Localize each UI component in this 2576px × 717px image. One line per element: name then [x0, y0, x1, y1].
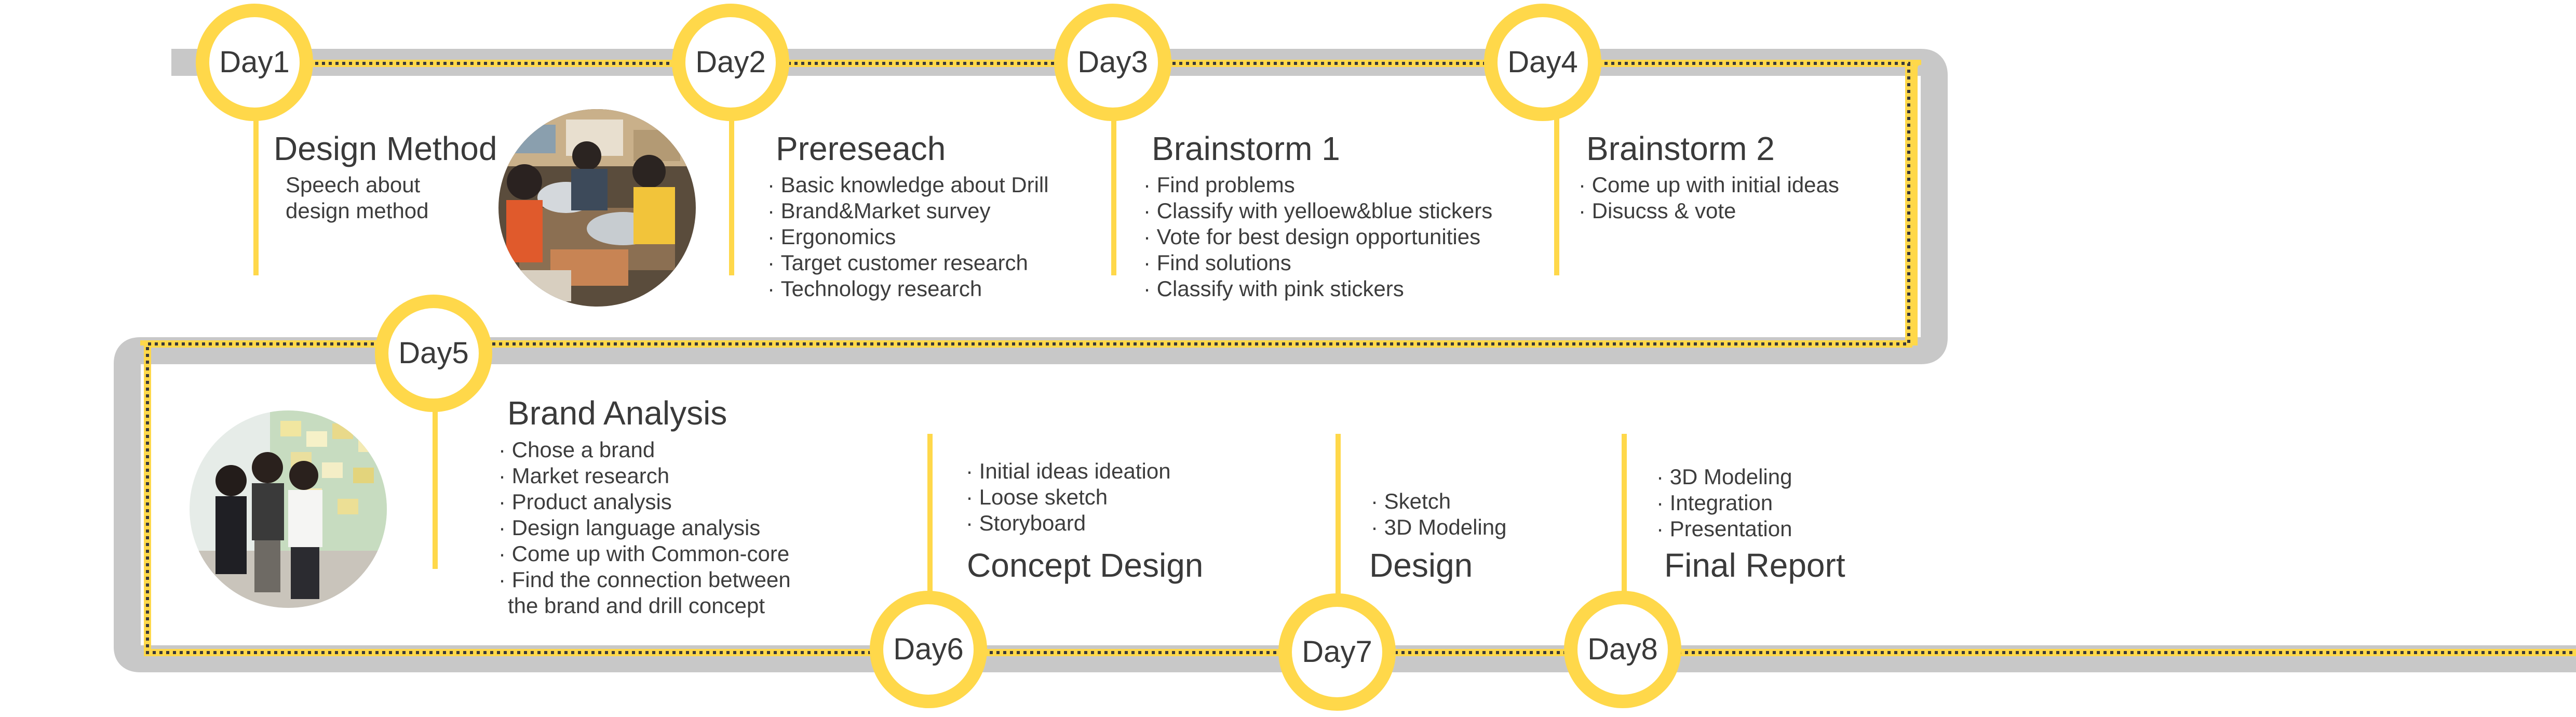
day7-title: Design [1369, 547, 1473, 584]
list-item: Sketch [1371, 488, 1506, 514]
day1-circle [196, 4, 313, 121]
day2-circle [672, 4, 789, 121]
day2-title: Prereseach [776, 130, 946, 167]
day4-circle [1484, 4, 1601, 121]
day6-circle [870, 591, 987, 708]
day4-label: Day4 [1507, 45, 1578, 79]
list-item: Find problems [1143, 172, 1492, 198]
day1-text-line2: design method [286, 198, 429, 223]
list-item: Market research [498, 463, 791, 489]
connector-day5 [433, 387, 438, 569]
list-item: Product analysis [498, 489, 791, 515]
list-item: Target customer research [767, 250, 1049, 276]
day7-circle [1278, 593, 1396, 711]
list-item: Chose a brand [498, 437, 791, 463]
connector-day6 [927, 434, 933, 610]
day5-title: Brand Analysis [507, 394, 727, 432]
list-item: Disucss & vote [1579, 198, 1839, 224]
day3-circle [1054, 4, 1171, 121]
day2-label: Day2 [695, 45, 766, 79]
day5-circle [375, 295, 492, 412]
day7-label: Day7 [1302, 635, 1372, 669]
team-workshop-photo [498, 109, 696, 307]
list-item: Design language analysis [498, 515, 791, 541]
day1-text-line1: Speech about [286, 172, 421, 197]
connector-day3 [1111, 107, 1116, 275]
list-item: Classify with pink stickers [1143, 276, 1492, 302]
list-item: Find the connection between [498, 567, 791, 593]
day3-title: Brainstorm 1 [1152, 130, 1340, 167]
timeline-band [140, 60, 2576, 655]
list-item: Come up with Common-core [498, 541, 791, 567]
day1-title: Design Method [274, 130, 497, 167]
day8-list: 3D Modeling Integration Presentation [1656, 464, 1792, 542]
day5-label: Day5 [398, 336, 469, 370]
day4-list: Come up with initial ideas Disucss & vot… [1579, 172, 1839, 224]
list-item: Ergonomics [767, 224, 1049, 250]
connector-lines [253, 107, 1627, 610]
list-item: Find solutions [1143, 250, 1492, 276]
connector-day1 [253, 107, 259, 275]
list-item: 3D Modeling [1371, 514, 1507, 540]
day6-title: Concept Design [967, 547, 1204, 584]
day8-label: Day8 [1587, 632, 1658, 666]
day7-list: Sketch 3D Modeling [1371, 488, 1507, 540]
connector-day7 [1336, 434, 1341, 610]
day6-label: Day6 [893, 632, 964, 666]
day6-list: Initial ideas ideation Loose sketch Stor… [966, 458, 1171, 536]
day4-title: Brainstorm 2 [1586, 130, 1775, 167]
list-item: Basic knowledge about Drill [767, 172, 1049, 198]
day3-label: Day3 [1077, 45, 1148, 79]
list-item: Storyboard [966, 510, 1171, 536]
list-item: Loose sketch [966, 484, 1171, 510]
day3-list: Find problems Classify with yelloew&blue… [1143, 172, 1493, 302]
connector-day4 [1554, 107, 1559, 275]
connector-day8 [1622, 434, 1627, 610]
day5-continuation: the brand and drill concept [508, 593, 765, 618]
list-item: 3D Modeling [1656, 464, 1792, 490]
list-item: Integration [1656, 490, 1792, 516]
day2-list: Basic knowledge about Drill Brand&Market… [767, 172, 1049, 302]
brand-wall-photo [190, 410, 387, 608]
list-item: Brand&Market survey [767, 198, 1049, 224]
timeline-dots [146, 62, 2576, 654]
list-item: Technology research [767, 276, 1049, 302]
list-item: Presentation [1656, 516, 1792, 542]
list-item: Vote for best design opportunities [1143, 224, 1492, 250]
connector-day2 [729, 107, 734, 275]
day8-title: Final Report [1664, 547, 1845, 584]
timeline-track [114, 49, 2576, 672]
list-item: Initial ideas ideation [966, 458, 1171, 484]
day-circles [196, 4, 1681, 711]
day8-circle [1564, 591, 1681, 708]
list-item: Come up with initial ideas [1579, 172, 1839, 198]
day1-label: Day1 [219, 45, 290, 79]
list-item: Classify with yelloew&blue stickers [1143, 198, 1493, 224]
day5-list: Chose a brand Market research Product an… [498, 437, 791, 593]
